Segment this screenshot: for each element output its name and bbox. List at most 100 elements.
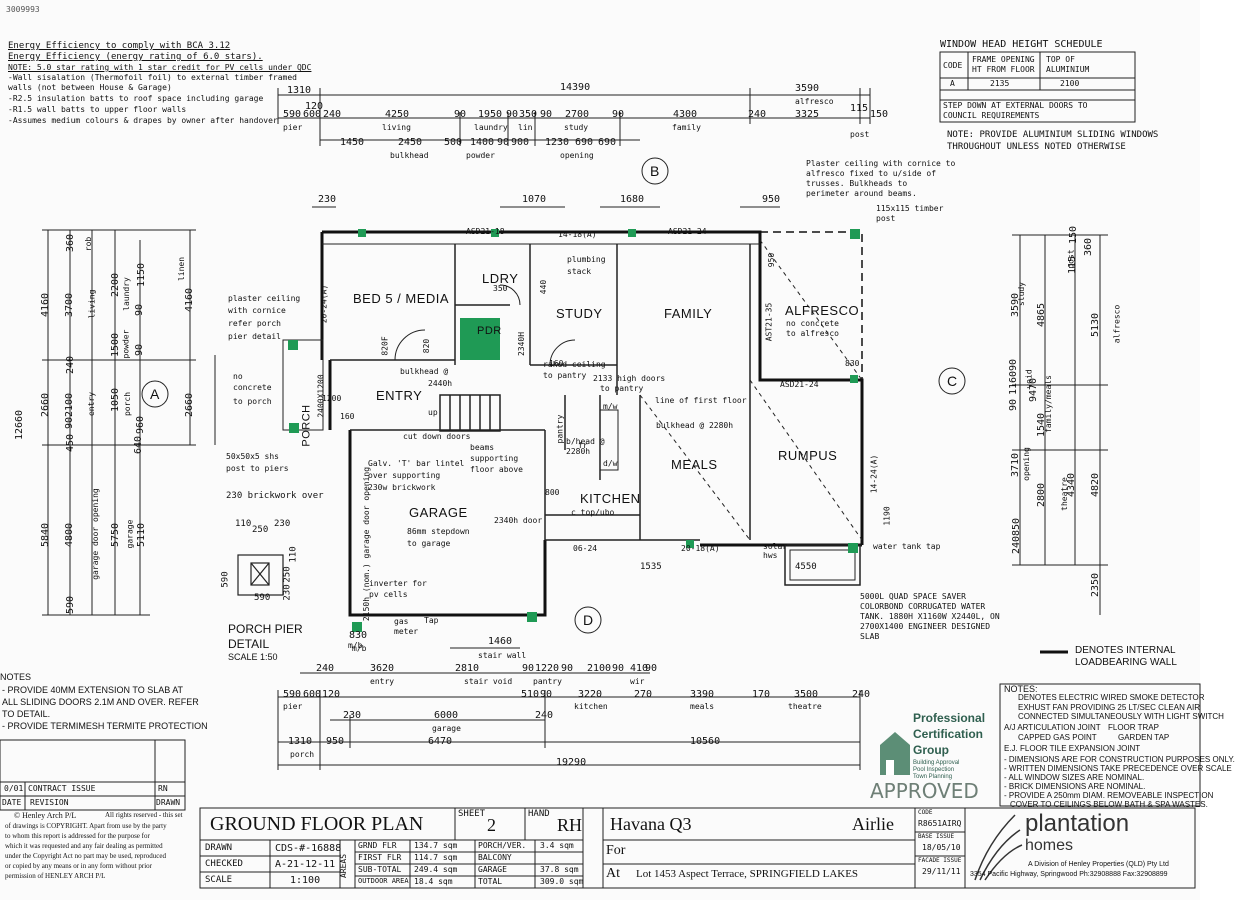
right-note: CONNECTED SIMULTANEOUSLY WITH LIGHT SWIT…	[1018, 712, 1224, 721]
dim: 240	[1011, 535, 1023, 555]
dim-label: kitchen	[574, 702, 608, 711]
hand-label: HAND	[528, 809, 550, 819]
grid-marker-c: C	[947, 373, 958, 389]
note-no-concrete: no	[233, 372, 243, 381]
dim: 410	[630, 663, 649, 674]
dim: 360	[65, 233, 77, 253]
dim: 240	[535, 710, 554, 721]
cert-sub: Pool Inspection	[913, 767, 955, 773]
note-post-piers: 50x50x5 shs	[226, 452, 279, 461]
grid-marker-b: B	[650, 163, 660, 179]
pier-detail-title: PORCH PIER	[228, 622, 303, 636]
right-note: CAPPED GAS POINT	[1018, 733, 1097, 742]
note-mb: m/b	[348, 641, 363, 650]
note-gas: meter	[394, 627, 419, 636]
area-value: 37.8 sqm	[540, 865, 579, 874]
pier-dim: 230	[282, 584, 293, 601]
right-note: GARDEN TAP	[1118, 733, 1170, 742]
note-lintel: Galv. 'T' bar lintel	[368, 459, 465, 468]
dim: 240	[65, 355, 77, 375]
note-bulkhead: bulkhead @	[400, 367, 449, 376]
note-water-tank: TANK. 1880H X1160W X2440L, ON	[860, 612, 1000, 621]
cert-sub: Building Approval	[913, 760, 960, 766]
dim-label: pier	[283, 123, 303, 132]
dim-label: powder	[121, 329, 131, 359]
dim-local: 1535	[640, 562, 662, 572]
room-porch: PORCH	[300, 404, 313, 447]
schedule-row-frame: 2135	[990, 79, 1010, 88]
note-water-tank: 2700X1400 ENGINEER DESIGNED	[860, 622, 991, 631]
areas-label: AREAS	[339, 853, 349, 879]
dim: 690	[598, 137, 617, 148]
dim: 1680	[620, 194, 645, 205]
dim-label: porch	[290, 750, 315, 759]
note-lintel: over supporting	[368, 471, 441, 480]
dim-local: 350	[493, 284, 508, 293]
note-high-doors: to pantry	[600, 384, 644, 393]
dim-label: stair void	[464, 677, 513, 686]
dim: 500	[444, 137, 463, 148]
copyright-line: of drawings is COPYRIGHT. Apart from use…	[5, 822, 167, 830]
note-gas: gas	[394, 617, 409, 626]
rev-by: RN	[158, 784, 168, 793]
dim: 10560	[690, 736, 721, 747]
dim: 5840	[40, 522, 52, 548]
window-tag: 14-24(A)	[869, 454, 879, 494]
note-plumbing: stack	[567, 267, 592, 276]
legend-loadbearing: DENOTES INTERNAL	[1075, 645, 1176, 656]
schedule-col-top: TOP OF	[1046, 55, 1075, 64]
dim: 240	[748, 109, 767, 120]
at-label: At	[606, 866, 620, 881]
note-no-concrete: to porch	[233, 397, 272, 406]
company-address: 3354 Pacific Highway, Springwood Ph:3290…	[970, 871, 1168, 878]
window-tag: 20-18(A)	[681, 544, 720, 553]
copyright-right: All rights reserved - this set	[105, 811, 183, 819]
dim: 4820	[1090, 472, 1102, 498]
window-tag: AST21-35	[764, 302, 774, 342]
dim: 90	[645, 663, 658, 674]
drawn-value: CDS-#-16888	[275, 843, 342, 854]
area-label: TOTAL	[478, 877, 503, 886]
appliance-label: d/w	[603, 459, 618, 468]
dim-local: 2340H	[517, 331, 527, 357]
energy-line-2: Energy Efficiency (energy rating of 6.0 …	[8, 52, 263, 62]
energy-line-1: Energy Efficiency to comply with BCA 3.1…	[8, 41, 231, 51]
dim-label: rob	[84, 236, 94, 252]
dim: 1450	[340, 137, 365, 148]
dim-local: 440	[539, 279, 549, 295]
dim: 640	[133, 435, 145, 455]
dim-label: alfresco	[1112, 304, 1122, 344]
note-plaster-porch: plaster ceiling	[228, 294, 301, 303]
dim: 90	[561, 663, 574, 674]
dim: 830	[349, 630, 368, 641]
dim: 90	[1008, 358, 1020, 372]
note-first-floor: line of first floor	[655, 396, 747, 405]
dim: 850	[1011, 517, 1023, 537]
dim: 1230	[545, 137, 570, 148]
dim: 1160	[1008, 370, 1020, 396]
dim-local: 160	[340, 412, 355, 421]
dim: 6470	[428, 736, 453, 747]
right-note: A/J ARTICULATION JOINT	[1004, 723, 1101, 732]
dim: 3590	[795, 83, 820, 94]
dim: 4340	[1066, 472, 1078, 498]
dim-local: 950	[767, 252, 777, 268]
dim: 360	[1083, 237, 1095, 257]
note-inverter: inverter for	[369, 579, 427, 588]
pier-dim: 250	[282, 566, 293, 583]
area-label: GRND FLR	[358, 841, 397, 850]
dim: 1150	[136, 262, 148, 288]
note-water-tank: SLAB	[860, 632, 880, 641]
energy-note: -R2.5 insulation batts to roof space inc…	[8, 94, 264, 103]
note-beams: floor above	[470, 465, 523, 474]
pier-detail-title-2: DETAIL	[228, 637, 270, 651]
appliance-label: fr	[578, 441, 588, 450]
right-note: E.J. FLOOR TILE EXPANSION JOINT	[1004, 744, 1141, 753]
area-label: OUTDOOR AREA	[358, 877, 409, 885]
dim-local: 2400X1200	[316, 374, 326, 418]
dim: 4250	[385, 109, 410, 120]
dim: 90	[540, 109, 553, 120]
dim-local: 160	[549, 359, 564, 368]
dim: 115	[850, 103, 869, 114]
note-plaster-porch: refer porch	[228, 319, 281, 328]
